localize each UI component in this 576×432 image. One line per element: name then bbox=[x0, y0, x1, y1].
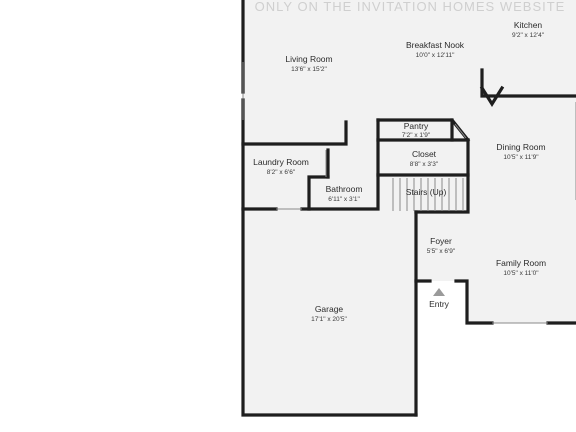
svg-text:8'2" x 6'6": 8'2" x 6'6" bbox=[267, 169, 296, 176]
svg-text:8'8" x 3'3": 8'8" x 3'3" bbox=[410, 161, 439, 168]
watermark-text: ONLY ON THE INVITATION HOMES WEBSITE bbox=[255, 0, 566, 14]
room-family-room: Family Room 10'5" x 11'0" bbox=[496, 258, 546, 277]
entry-arrow-icon bbox=[433, 288, 445, 296]
room-breakfast-nook: Breakfast Nook 10'0" x 12'11" bbox=[406, 40, 465, 59]
wall-details bbox=[242, 62, 576, 324]
svg-text:Family Room: Family Room bbox=[496, 258, 546, 268]
svg-text:Foyer: Foyer bbox=[430, 236, 452, 246]
room-kitchen: Kitchen 9'2" x 12'4" bbox=[512, 20, 545, 39]
room-garage: Garage 17'1" x 20'5" bbox=[311, 304, 347, 323]
svg-text:Pantry: Pantry bbox=[404, 121, 429, 131]
room-pantry: Pantry 7'2" x 1'9" bbox=[402, 121, 431, 139]
svg-text:13'6" x 15'2": 13'6" x 15'2" bbox=[291, 66, 327, 73]
svg-text:5'5" x 6'9": 5'5" x 6'9" bbox=[427, 248, 456, 255]
svg-text:10'5" x 11'9": 10'5" x 11'9" bbox=[503, 154, 539, 161]
svg-text:Kitchen: Kitchen bbox=[514, 20, 543, 30]
svg-text:Breakfast Nook: Breakfast Nook bbox=[406, 40, 465, 50]
room-dining-room: Dining Room 10'5" x 11'9" bbox=[496, 142, 545, 161]
room-bathroom: Bathroom 6'11" x 3'1" bbox=[326, 184, 363, 203]
svg-text:Garage: Garage bbox=[315, 304, 344, 314]
svg-text:Bathroom: Bathroom bbox=[326, 184, 363, 194]
room-living-room: Living Room 13'6" x 15'2" bbox=[285, 54, 332, 73]
svg-text:Living Room: Living Room bbox=[285, 54, 332, 64]
room-laundry-room: Laundry Room 8'2" x 6'6" bbox=[253, 157, 309, 176]
walls bbox=[241, 0, 576, 417]
entry-label: Entry bbox=[429, 299, 450, 309]
svg-text:7'2" x 1'9": 7'2" x 1'9" bbox=[402, 132, 431, 139]
svg-text:Laundry Room: Laundry Room bbox=[253, 157, 309, 167]
svg-text:10'0" x 12'11": 10'0" x 12'11" bbox=[416, 52, 455, 59]
svg-text:Closet: Closet bbox=[412, 149, 437, 159]
svg-text:6'11" x 3'1": 6'11" x 3'1" bbox=[328, 196, 360, 203]
stairs-label: Stairs (Up) bbox=[406, 187, 447, 197]
room-foyer: Foyer 5'5" x 6'9" bbox=[427, 236, 456, 255]
svg-text:9'2" x 12'4": 9'2" x 12'4" bbox=[512, 32, 545, 39]
svg-text:10'5" x 11'0": 10'5" x 11'0" bbox=[503, 270, 539, 277]
svg-text:17'1" x 20'5": 17'1" x 20'5" bbox=[311, 316, 347, 323]
room-closet: Closet 8'8" x 3'3" bbox=[410, 149, 439, 168]
svg-text:Dining Room: Dining Room bbox=[496, 142, 545, 152]
